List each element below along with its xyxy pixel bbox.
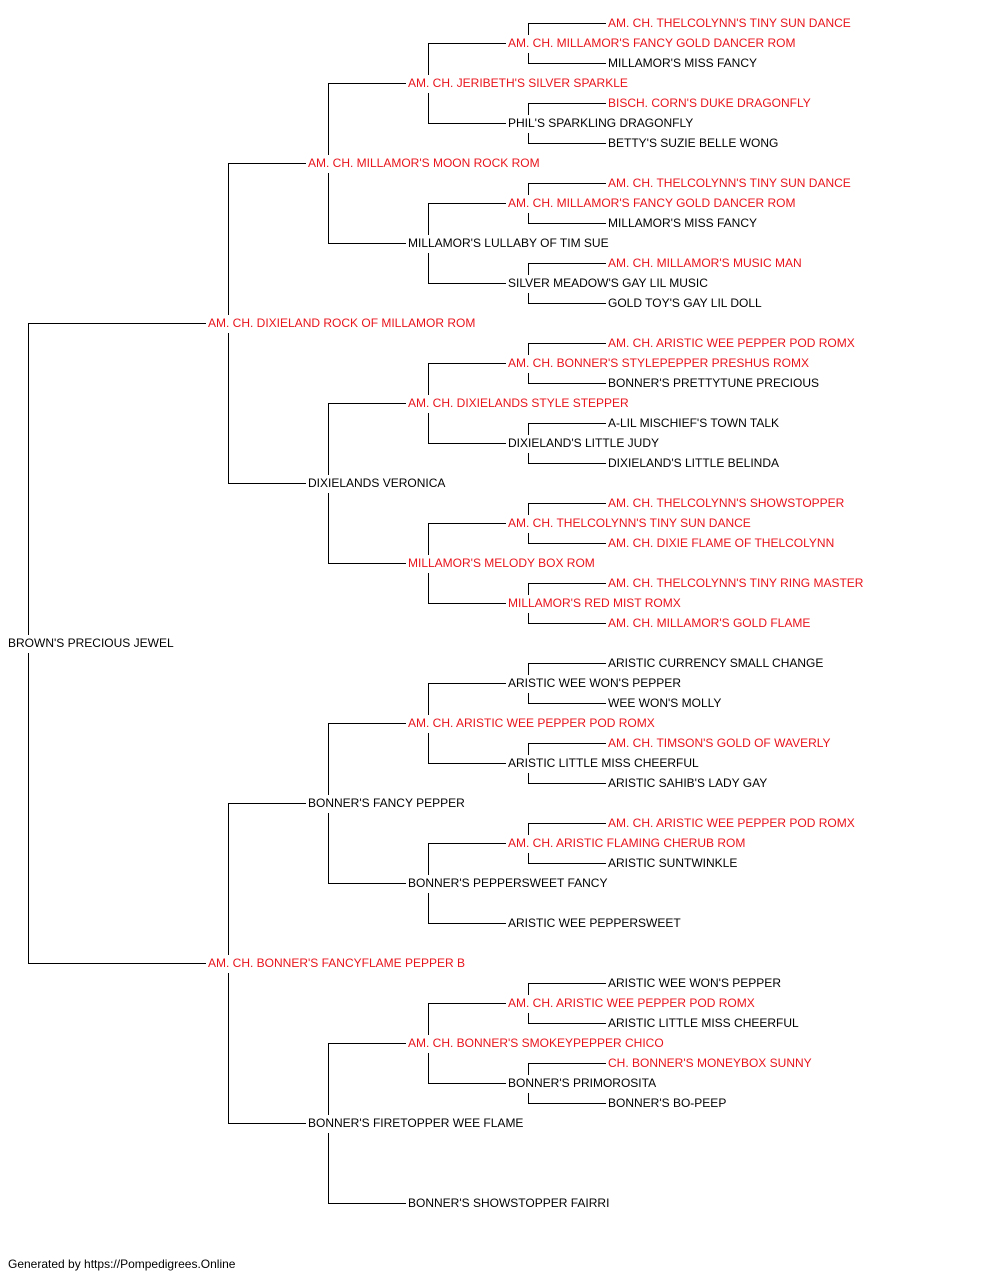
ancestor-name[interactable]: BROWN'S PRECIOUS JEWEL [8, 636, 174, 650]
ancestor-labels: BROWN'S PRECIOUS JEWEL AM. CH. DIXIELAND … [8, 16, 864, 1210]
ancestor-name[interactable]: GOLD TOY'S GAY LIL DOLL [608, 296, 762, 310]
ancestor-name[interactable]: MILLAMOR'S MISS FANCY [608, 216, 757, 230]
ancestor-name[interactable]: ARISTIC SUNTWINKLE [608, 856, 737, 870]
ancestor-name[interactable]: BONNER'S SHOWSTOPPER FAIRRI [408, 1196, 609, 1210]
ancestor-name[interactable]: AM. CH. BONNER'S STYLEPEPPER PRESHUS ROM… [508, 356, 809, 370]
ancestor-name[interactable]: DIXIELAND'S LITTLE BELINDA [608, 456, 779, 470]
ancestor-name[interactable]: ARISTIC LITTLE MISS CHEERFUL [508, 756, 699, 770]
ancestor-name[interactable]: AM. CH. MILLAMOR'S FANCY GOLD DANCER ROM [508, 196, 795, 210]
ancestor-name[interactable]: SILVER MEADOW'S GAY LIL MUSIC [508, 276, 708, 290]
ancestor-name[interactable]: AM. CH. THELCOLYNN'S TINY SUN DANCE [508, 516, 751, 530]
ancestor-name[interactable]: AM. CH. MILLAMOR'S FANCY GOLD DANCER ROM [508, 36, 795, 50]
ancestor-name[interactable]: MILLAMOR'S MISS FANCY [608, 56, 757, 70]
ancestor-name[interactable]: AM. CH. MILLAMOR'S GOLD FLAME [608, 616, 810, 630]
ancestor-name[interactable]: AM. CH. THELCOLYNN'S SHOWSTOPPER [608, 496, 845, 510]
ancestor-name[interactable]: BONNER'S PRETTYTUNE PRECIOUS [608, 376, 819, 390]
ancestor-name[interactable]: BISCH. CORN'S DUKE DRAGONFLY [608, 96, 811, 110]
ancestor-name[interactable]: ARISTIC LITTLE MISS CHEERFUL [608, 1016, 799, 1030]
ancestor-name[interactable]: CH. BONNER'S MONEYBOX SUNNY [608, 1056, 812, 1070]
ancestor-name[interactable]: AM. CH. ARISTIC WEE PEPPER POD ROMX [408, 716, 655, 730]
ancestor-name[interactable]: ARISTIC WEE WON'S PEPPER [608, 976, 781, 990]
ancestor-name[interactable]: BONNER'S FANCY PEPPER [308, 796, 465, 810]
ancestor-name[interactable]: AM. CH. THELCOLYNN'S TINY SUN DANCE [608, 16, 851, 30]
connector-lines [28, 23, 606, 1204]
ancestor-name[interactable]: ARISTIC CURRENCY SMALL CHANGE [608, 656, 823, 670]
ancestor-name[interactable]: AM. CH. ARISTIC WEE PEPPER POD ROMX [608, 336, 855, 350]
ancestor-name[interactable]: MILLAMOR'S LULLABY OF TIM SUE [408, 236, 609, 250]
ancestor-name[interactable]: A-LIL MISCHIEF'S TOWN TALK [608, 416, 779, 430]
ancestor-name[interactable]: AM. CH. THELCOLYNN'S TINY SUN DANCE [608, 176, 851, 190]
ancestor-name[interactable]: AM. CH. DIXIELANDS STYLE STEPPER [408, 396, 629, 410]
ancestor-name[interactable]: AM. CH. JERIBETH'S SILVER SPARKLE [408, 76, 628, 90]
ancestor-name[interactable]: BETTY'S SUZIE BELLE WONG [608, 136, 778, 150]
ancestor-name[interactable]: AM. CH. BONNER'S SMOKEYPEPPER CHICO [408, 1036, 664, 1050]
ancestor-name[interactable]: BONNER'S PRIMOROSITA [508, 1076, 656, 1090]
ancestor-name[interactable]: MILLAMOR'S MELODY BOX ROM [408, 556, 595, 570]
ancestor-name[interactable]: ARISTIC SAHIB'S LADY GAY [608, 776, 767, 790]
ancestor-name[interactable]: DIXIELAND'S LITTLE JUDY [508, 436, 659, 450]
ancestor-name[interactable]: BONNER'S PEPPERSWEET FANCY [408, 876, 607, 890]
ancestor-name[interactable]: AM. CH. TIMSON'S GOLD OF WAVERLY [608, 736, 831, 750]
ancestor-name[interactable]: AM. CH. BONNER'S FANCYFLAME PEPPER B [208, 956, 465, 970]
ancestor-name[interactable]: ARISTIC WEE WON'S PEPPER [508, 676, 681, 690]
ancestor-name[interactable]: WEE WON'S MOLLY [608, 696, 721, 710]
ancestor-name[interactable]: AM. CH. ARISTIC WEE PEPPER POD ROMX [508, 996, 755, 1010]
ancestor-name[interactable]: MILLAMOR'S RED MIST ROMX [508, 596, 681, 610]
ancestor-name[interactable]: BONNER'S FIRETOPPER WEE FLAME [308, 1116, 523, 1130]
ancestor-name[interactable]: PHIL'S SPARKLING DRAGONFLY [508, 116, 693, 130]
ancestor-name[interactable]: DIXIELANDS VERONICA [308, 476, 445, 490]
ancestor-name[interactable]: AM. CH. MILLAMOR'S MUSIC MAN [608, 256, 802, 270]
ancestor-name[interactable]: AM. CH. MILLAMOR'S MOON ROCK ROM [308, 156, 540, 170]
ancestor-name[interactable]: AM. CH. DIXIE FLAME OF THELCOLYNN [608, 536, 834, 550]
footer-credit: Generated by https://Pompedigrees.Online [8, 1257, 236, 1271]
ancestor-name[interactable]: AM. CH. ARISTIC WEE PEPPER POD ROMX [608, 816, 855, 830]
ancestor-name[interactable]: BONNER'S BO-PEEP [608, 1096, 726, 1110]
ancestor-name[interactable]: AM. CH. DIXIELAND ROCK OF MILLAMOR ROM [208, 316, 475, 330]
ancestor-name[interactable]: AM. CH. ARISTIC FLAMING CHERUB ROM [508, 836, 745, 850]
ancestor-name[interactable]: AM. CH. THELCOLYNN'S TINY RING MASTER [608, 576, 864, 590]
ancestor-name[interactable]: ARISTIC WEE PEPPERSWEET [508, 916, 681, 930]
